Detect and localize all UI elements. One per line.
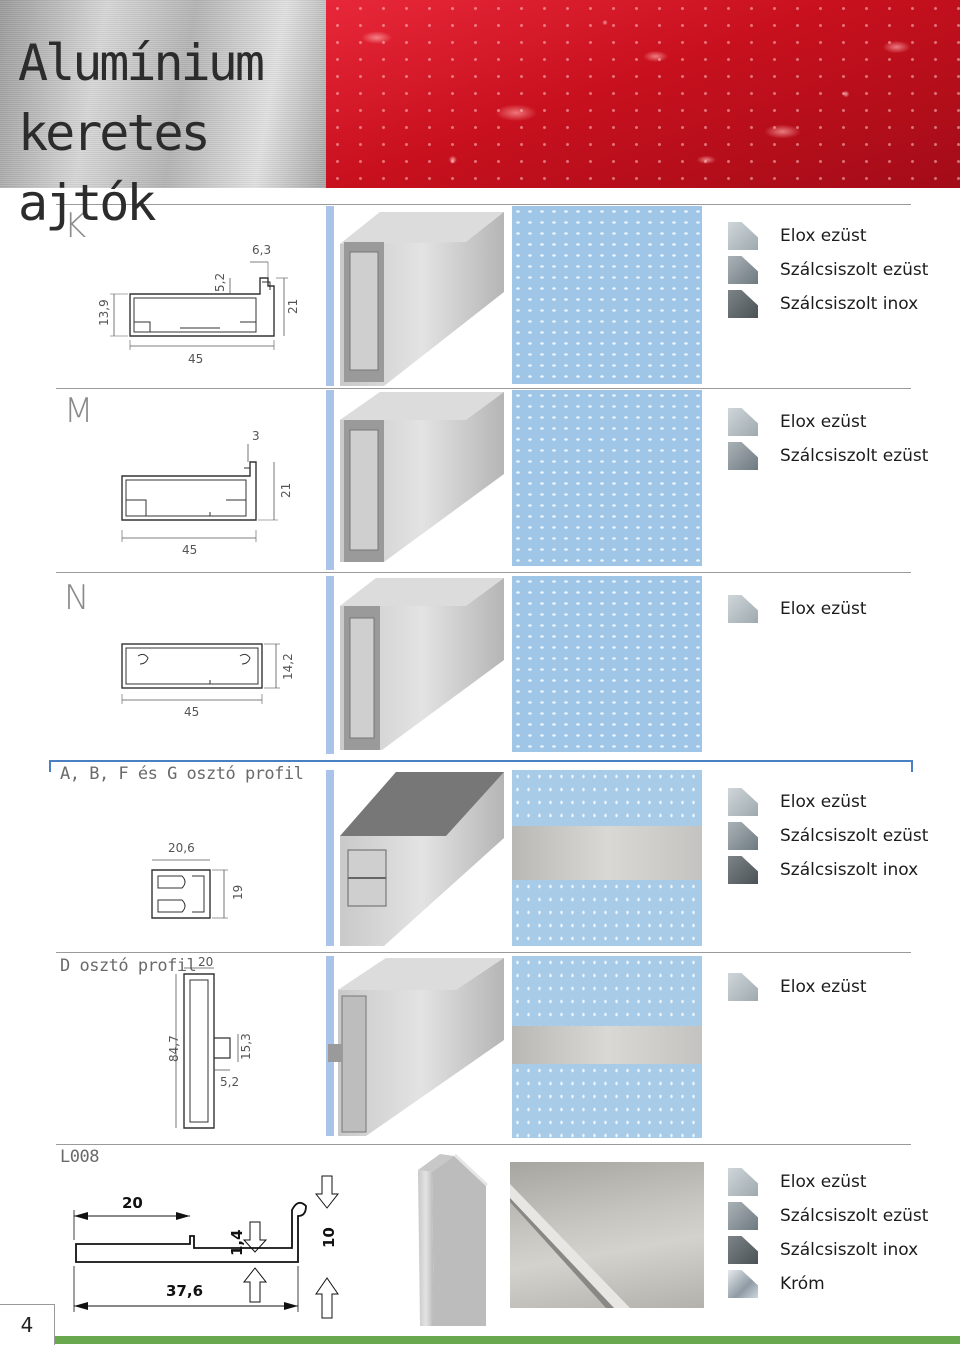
profile-photo-l008	[418, 1154, 488, 1326]
dim-l008-top-width: 20	[122, 1194, 143, 1212]
finish-item: Elox ezüst	[728, 785, 928, 819]
finish-item: Elox ezüst	[728, 405, 928, 439]
finish-swatch-szalcsiszolt-inox	[728, 856, 758, 884]
panel-edge-highlight	[510, 1184, 630, 1308]
profile-photo-k	[326, 206, 504, 386]
section-label-m: M	[64, 391, 94, 431]
finish-item: Elox ezüst	[728, 1165, 928, 1199]
glass-photo-d-top	[512, 956, 702, 1026]
dim-k-height: 21	[286, 299, 300, 314]
section-label-n: N	[64, 578, 90, 618]
dim-d-inner-height: 15,3	[239, 1033, 253, 1060]
finish-swatch-elox	[728, 595, 758, 623]
dim-abfg-height: 19	[231, 885, 245, 900]
dim-d-height: 84,7	[167, 1035, 181, 1062]
profile-photo-m	[326, 390, 504, 570]
profile-photo-abfg	[326, 770, 504, 946]
glass-photo-m	[512, 390, 702, 566]
finish-list-d: Elox ezüst	[728, 970, 867, 1004]
finish-swatch-elox	[728, 1168, 758, 1196]
dim-n-height: 14,2	[281, 653, 295, 680]
finish-swatch-szalcsiszolt-inox	[728, 290, 758, 318]
finish-item: Elox ezüst	[728, 592, 867, 626]
finish-swatch-szalcsiszolt-ezust	[728, 1202, 758, 1230]
dim-k-width: 45	[188, 352, 203, 366]
finish-list-n: Elox ezüst	[728, 592, 867, 626]
finish-item: Szálcsiszolt inox	[728, 853, 928, 887]
dim-m-lip: 3	[252, 429, 260, 443]
finish-item: Elox ezüst	[728, 970, 867, 1004]
finish-swatch-elox	[728, 408, 758, 436]
profile-diagram-l008: 20 1,4 10 37,6	[73, 1175, 340, 1319]
footer-bar	[54, 1336, 960, 1344]
profile-photo-d	[326, 956, 504, 1136]
dim-l008-height: 10	[320, 1227, 338, 1248]
profile-diagram-m: 3 21 45	[121, 429, 293, 557]
satin-glass-photo-d	[512, 1026, 702, 1064]
dim-d-width: 20	[198, 955, 213, 969]
finish-list-l008: Elox ezüst Szálcsiszolt ezüst Szálcsiszo…	[728, 1165, 928, 1301]
finish-item: Szálcsiszolt inox	[728, 1233, 928, 1267]
dim-m-width: 45	[182, 543, 197, 557]
glass-photo-abfg-bottom	[512, 880, 702, 946]
finish-swatch-szalcsiszolt-ezust	[728, 256, 758, 284]
profile-diagram-d: 20 84,7 15,3 5,2	[167, 955, 253, 1129]
finish-list-abfg: Elox ezüst Szálcsiszolt ezüst Szálcsiszo…	[728, 785, 928, 887]
header-red-water-drops-image	[326, 0, 960, 188]
dim-n-width: 45	[184, 705, 199, 719]
profile-diagram-abfg: 20,6 19	[151, 841, 245, 919]
dim-m-height: 21	[279, 483, 293, 498]
section-label-l008: L008	[60, 1147, 99, 1167]
section-divider-d	[56, 952, 911, 953]
satin-glass-photo-abfg	[512, 826, 702, 880]
profile-photo-n	[326, 576, 504, 754]
finish-item: Szálcsiszolt ezüst	[728, 253, 928, 287]
section-label-k: K	[64, 206, 87, 246]
section-label-abfg: A, B, F és G osztó profil	[60, 764, 304, 784]
finish-swatch-szalcsiszolt-ezust	[728, 822, 758, 850]
glass-photo-abfg-top	[512, 770, 702, 826]
glass-photo-n	[512, 576, 702, 752]
dim-abfg-width: 20,6	[168, 841, 195, 855]
section-divider-n	[56, 572, 911, 573]
page-title: Alumínium keretes ajtók	[18, 34, 265, 232]
finish-item: Szálcsiszolt ezüst	[728, 439, 928, 473]
section-divider-m	[56, 388, 911, 389]
finish-item: Szálcsiszolt ezüst	[728, 1199, 928, 1233]
dim-l008-thickness: 1,4	[228, 1229, 246, 1256]
dim-k-lip-height: 5,2	[213, 273, 227, 292]
finish-item: Króm	[728, 1267, 928, 1301]
profile-diagram-n: 14,2 45	[121, 643, 295, 719]
glass-photo-d-bottom	[512, 1064, 702, 1138]
dim-l008-total-width: 37,6	[166, 1282, 203, 1300]
dim-k-lip-width: 6,3	[252, 243, 271, 257]
finish-swatch-szalcsiszolt-ezust	[728, 442, 758, 470]
panel-photo-l008	[510, 1162, 704, 1308]
section-label-d: D osztó profil	[60, 956, 197, 976]
section-divider-k	[56, 204, 911, 205]
finish-item: Szálcsiszolt inox	[728, 287, 928, 321]
finish-swatch-szalcsiszolt-inox	[728, 1236, 758, 1264]
header-brushed-metal: Alumínium keretes ajtók	[0, 0, 326, 232]
finish-swatch-elox	[728, 222, 758, 250]
finish-swatch-krom	[728, 1270, 758, 1298]
glass-photo-k	[512, 206, 702, 384]
section-bracket-osztoprofil	[49, 760, 913, 772]
finish-swatch-elox	[728, 973, 758, 1001]
section-divider-l008	[56, 1144, 911, 1145]
finish-item: Szálcsiszolt ezüst	[728, 819, 928, 853]
finish-list-k: Elox ezüst Szálcsiszolt ezüst Szálcsiszo…	[728, 219, 928, 321]
finish-swatch-elox	[728, 788, 758, 816]
finish-item: Elox ezüst	[728, 219, 928, 253]
dim-k-height-outer: 13,9	[97, 299, 111, 326]
dim-d-inner-width: 5,2	[220, 1075, 239, 1089]
profile-diagram-k: 13,9 45 6,3 5,2 21	[97, 243, 300, 366]
page-number: 4	[0, 1304, 55, 1345]
finish-list-m: Elox ezüst Szálcsiszolt ezüst	[728, 405, 928, 473]
